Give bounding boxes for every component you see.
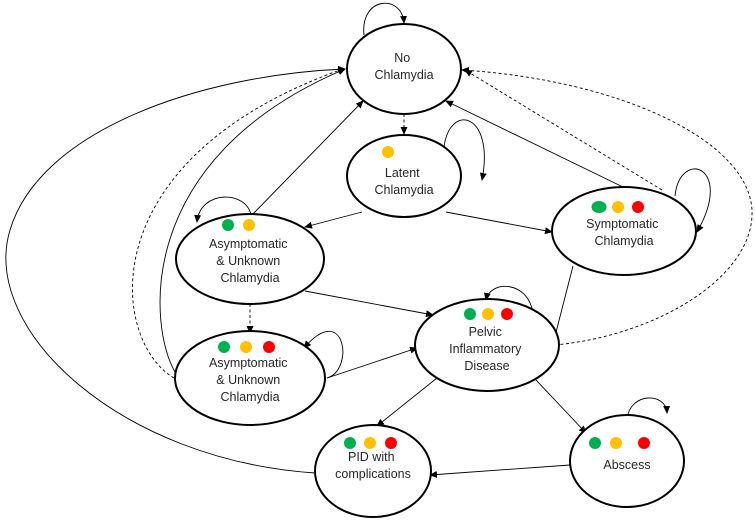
edge-self-loop-asym2 (303, 330, 344, 379)
status-dots (589, 437, 650, 449)
node-shape (414, 298, 560, 392)
node-shape (174, 330, 326, 426)
node-shape (569, 414, 685, 508)
red-status-dot (638, 437, 650, 449)
label-line: Chlamydia (220, 390, 279, 404)
edge-asym2-to-pid (326, 346, 418, 379)
node-label: Abscess (603, 458, 650, 472)
status-dots (591, 201, 644, 213)
amber-status-dot (610, 437, 622, 449)
label-line: No (394, 51, 410, 65)
amber-status-dot (364, 437, 376, 449)
node-label: PID with complications (335, 450, 411, 481)
label-line: Chlamydia (594, 234, 653, 248)
node-shape (346, 134, 462, 218)
node-no-chlamydia[interactable]: No Chlamydia (346, 23, 462, 115)
green-status-dot (218, 341, 230, 353)
amber-status-dot (482, 308, 494, 320)
amber-status-dot (612, 201, 624, 213)
node-shape (551, 186, 697, 276)
status-dots (344, 437, 397, 449)
green-status-dot (222, 219, 234, 231)
green-status-dot (591, 201, 607, 213)
edge-symptomatic-to-no-chlamydia (445, 100, 626, 189)
edge-pid-to-abscess (535, 379, 587, 434)
node-label: Asymptomatic & Unknown Chlamydia (209, 237, 291, 285)
status-dots (382, 146, 394, 158)
label-line: Chlamydia (220, 271, 279, 285)
red-status-dot (501, 308, 513, 320)
label-line: Inflammatory (449, 342, 522, 356)
label-line: Chlamydia (374, 68, 433, 82)
label-line: Asymptomatic (209, 237, 288, 251)
edge-pid-complications-to-no-chlamydia (5, 65, 346, 474)
status-dots (218, 341, 275, 353)
edge-abscess-to-pid-complications (429, 464, 571, 478)
label-line: & Unknown (216, 373, 280, 387)
label-line: Chlamydia (374, 183, 433, 197)
node-label: Latent Chlamydia (374, 166, 433, 197)
edge-asym2-to-no-chlamydia (159, 68, 346, 373)
edge-self-loop-abscess (626, 397, 671, 420)
edge-asym1-to-pid (304, 290, 434, 318)
label-line: Disease (464, 359, 509, 373)
node-asymptomatic-unknown-chlamydia-2[interactable]: Asymptomatic & Unknown Chlamydia (174, 330, 326, 426)
edge-asym1-to-no-chlamydia (251, 100, 364, 216)
edge-self-loop-symptomatic (674, 168, 711, 233)
status-dots (464, 308, 513, 320)
red-status-dot (632, 201, 644, 213)
edge-pid-to-no-chlamydia (461, 66, 753, 346)
amber-status-dot (240, 341, 252, 353)
edge-symptomatic-to-no-chlamydia-dashed (464, 69, 663, 191)
node-pid-with-complications[interactable]: PID with complications (314, 424, 432, 518)
node-latent-chlamydia[interactable]: Latent Chlamydia (346, 134, 462, 218)
node-label: Asymptomatic & Unknown Chlamydia (209, 356, 291, 404)
green-status-dot (589, 437, 601, 449)
red-status-dot (263, 341, 275, 353)
edge-self-loop-latent (443, 119, 487, 181)
edge-latent-to-asym1 (304, 211, 363, 229)
edge-self-loop-no-chlamydia (363, 2, 407, 36)
label-line: & Unknown (216, 254, 280, 268)
edge-asym2-to-no-chlamydia-dashed (132, 69, 341, 379)
label-line: Symptomatic (586, 217, 658, 231)
label-line: Pelvic (469, 325, 502, 339)
nodes: No Chlamydia Latent Chlamydia Asymptomat… (174, 23, 697, 518)
node-shape (346, 23, 462, 115)
node-pelvic-inflammatory-disease[interactable]: Pelvic Inflammatory Disease (414, 298, 560, 392)
label-line: PID with (348, 450, 395, 464)
label-line: Asymptomatic (209, 356, 288, 370)
amber-status-dot (243, 219, 255, 231)
node-label: Symptomatic Chlamydia (586, 217, 662, 248)
label-line: Abscess (603, 458, 650, 472)
status-dots (222, 219, 255, 231)
red-status-dot (385, 437, 397, 449)
node-label: No Chlamydia (374, 51, 433, 82)
label-line: complications (335, 467, 411, 481)
edge-self-loop-pid (483, 285, 534, 314)
amber-status-dot (382, 146, 394, 158)
node-asymptomatic-unknown-chlamydia-1[interactable]: Asymptomatic & Unknown Chlamydia (175, 213, 325, 305)
label-line: Latent (385, 166, 420, 180)
node-symptomatic-chlamydia[interactable]: Symptomatic Chlamydia (551, 186, 697, 276)
edge-latent-to-symptomatic (445, 211, 553, 235)
node-shape (175, 213, 325, 305)
edge-self-loop-asym1 (194, 196, 252, 223)
node-shape (314, 424, 432, 518)
edge-pid-to-pid-complications (376, 377, 438, 427)
node-label: Pelvic Inflammatory Disease (449, 325, 525, 373)
node-abscess[interactable]: Abscess (569, 414, 685, 508)
green-status-dot (464, 308, 476, 320)
green-status-dot (344, 437, 356, 449)
